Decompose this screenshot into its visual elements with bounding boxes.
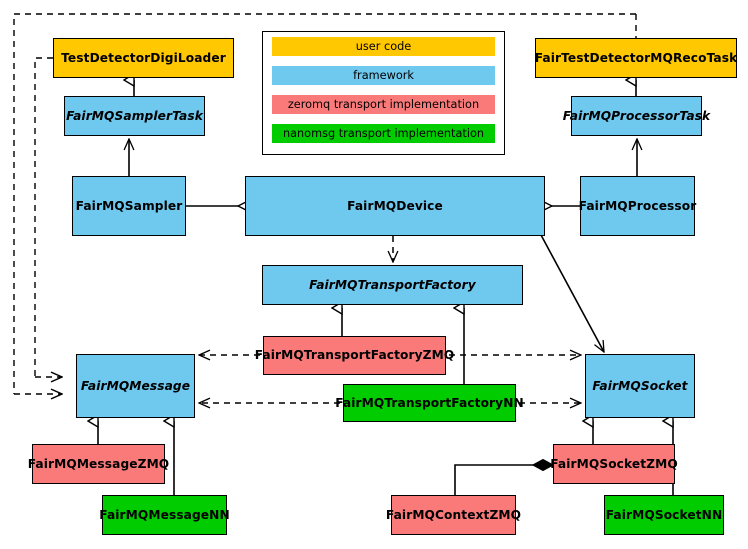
class-node-FairMQSamplerTask[interactable]: FairMQSamplerTask [64,96,205,136]
class-node-FairTestDetectorMQRecoTask[interactable]: FairTestDetectorMQRecoTask [535,38,737,78]
legend-item-zeromq: zeromq transport implementation [272,95,495,114]
class-node-FairMQSocketZMQ[interactable]: FairMQSocketZMQ [550,444,678,484]
class-node-FairMQMessageNN[interactable]: FairMQMessageNN [99,495,230,535]
legend-label-user-code: user code [355,40,412,53]
class-node-FairMQTransportFactoryZMQ[interactable]: FairMQTransportFactoryZMQ [255,336,454,375]
legend-label-zeromq: zeromq transport implementation [287,98,480,111]
comp-contextzmq-to-socketzmq [454,464,543,495]
assoc-device-to-socket [540,234,604,352]
legend-label-nanomsg: nanomsg transport implementation [282,127,485,140]
legend-item-framework: framework [272,66,495,85]
class-node-FairMQSocketNN[interactable]: FairMQSocketNN [604,495,724,535]
legend-item-nanomsg: nanomsg transport implementation [272,124,495,143]
class-node-TestDetectorDigiLoader[interactable]: TestDetectorDigiLoader [53,38,234,78]
class-node-FairMQDevice[interactable]: FairMQDevice [245,176,545,236]
class-node-FairMQMessageZMQ[interactable]: FairMQMessageZMQ [28,444,169,484]
class-node-FairMQSocket[interactable]: FairMQSocket [585,354,695,418]
dep-digiloader-to-message [34,57,53,377]
class-node-FairMQContextZMQ[interactable]: FairMQContextZMQ [386,495,521,535]
class-node-FairMQProcessorTask[interactable]: FairMQProcessorTask [563,96,710,136]
class-node-FairMQTransportFactoryNN[interactable]: FairMQTransportFactoryNN [335,384,524,422]
legend-item-user-code: user code [272,37,495,56]
class-node-FairMQTransportFactory[interactable]: FairMQTransportFactory [262,265,523,305]
class-node-FairMQProcessor[interactable]: FairMQProcessor [579,176,696,236]
legend-label-framework: framework [353,69,414,82]
class-node-FairMQMessage[interactable]: FairMQMessage [76,354,195,418]
class-node-FairMQSampler[interactable]: FairMQSampler [72,176,186,236]
